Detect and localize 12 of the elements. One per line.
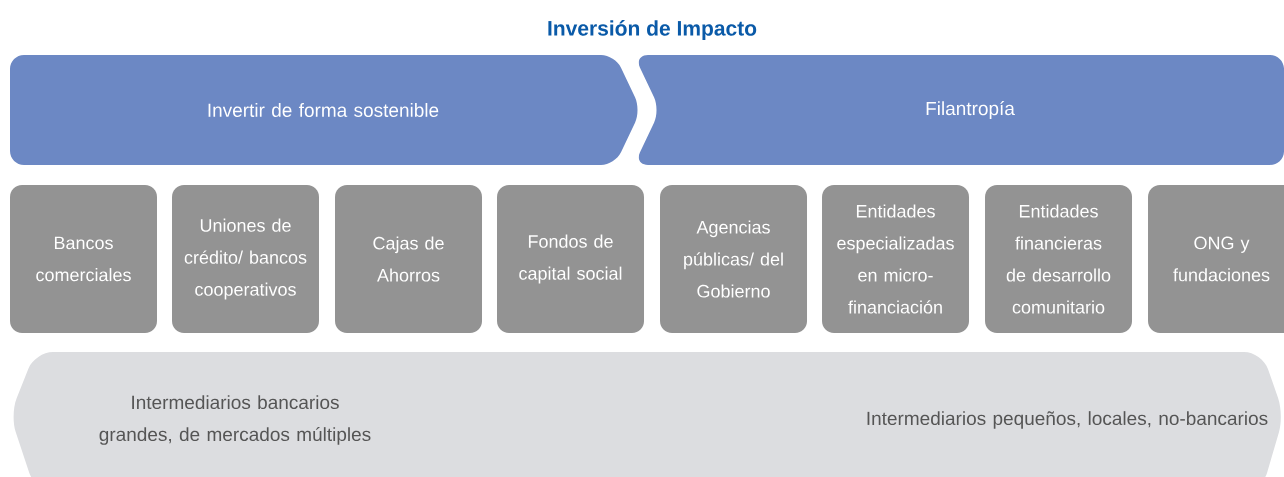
chevron-banner: Filantropía [638,55,1284,165]
category-box: Fondos de capital social [497,185,644,333]
category-box: Entidades financieras de desarrollo comunitario [985,185,1132,333]
category-box: Bancos comerciales [10,185,157,333]
hexagon-banner: Intermediarios bancarios grandes, de mercados múltiples Intermediarios pequeños, locales, no-bancarios [13,352,1281,477]
category-box: Uniones de crédito/ bancos cooperativos [172,185,319,333]
title: Inversión de Impacto [548,20,757,40]
category-box: ONG y fundaciones [1148,185,1284,333]
chevron-banner: Invertir de forma sostenible [10,55,638,165]
category-box: Entidades especializadas en micro-financiación [822,185,969,333]
category-box: Cajas de Ahorros [335,185,482,333]
category-box: Agencias públicas/ del Gobierno [660,185,807,333]
